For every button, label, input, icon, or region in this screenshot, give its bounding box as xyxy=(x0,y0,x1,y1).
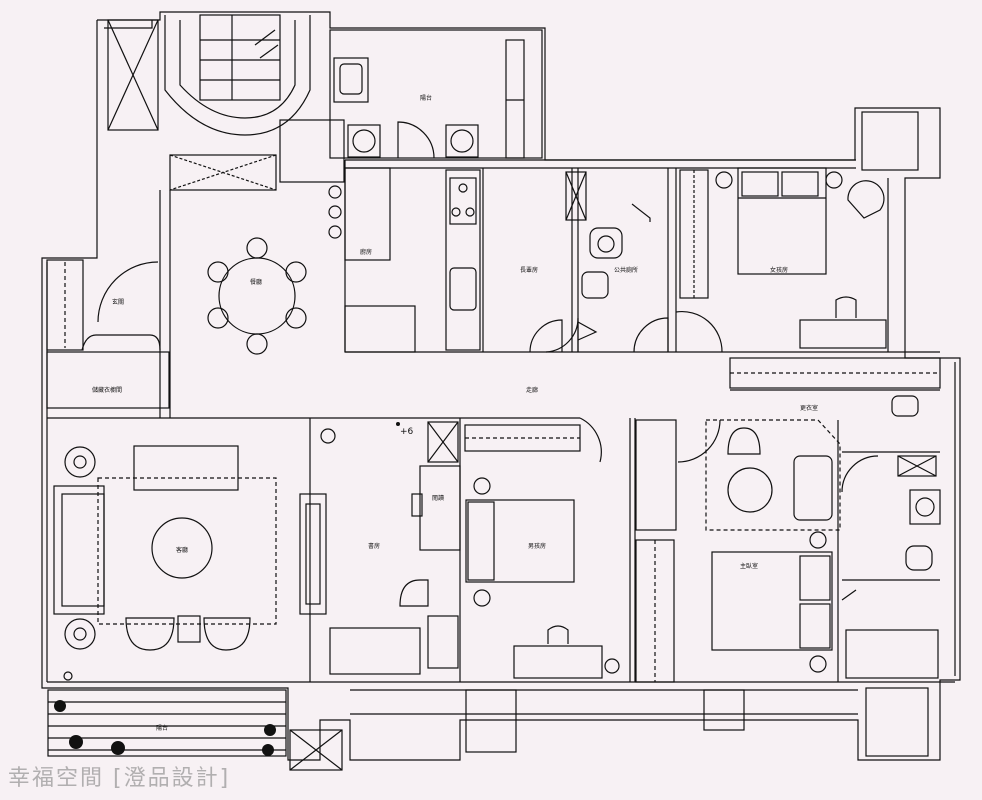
door-knob-marker xyxy=(396,422,400,426)
watermark: 幸福空間 [澄品設計] xyxy=(8,766,231,791)
label-reading: 閱讀 xyxy=(432,494,444,502)
dining-table xyxy=(207,237,307,355)
label-living: 客廳 xyxy=(176,546,188,554)
public-bathroom xyxy=(529,171,669,353)
room-labels: 陽台 廚房 餐廳 玄關 儲藏衣櫥間 客廳 書房 閱讀 長輩房 男孩房 女孩房 公… xyxy=(92,94,818,732)
utility-balcony xyxy=(329,29,543,159)
kitchen-counter xyxy=(344,169,481,353)
living-furniture xyxy=(53,445,277,681)
balcony-deck xyxy=(47,689,343,771)
label-walkin: 更衣室 xyxy=(800,404,818,412)
label-master: 主臥室 xyxy=(740,562,758,570)
label-entry: 玄關 xyxy=(112,298,124,306)
boy-room-furniture xyxy=(465,417,620,679)
interior-walls xyxy=(47,159,955,715)
label-storage: 儲藏衣櫥間 xyxy=(92,386,122,394)
master-furniture xyxy=(677,419,841,673)
closet-rails xyxy=(464,357,941,683)
entry-storage xyxy=(46,259,170,409)
study-furniture xyxy=(299,421,461,675)
label-girl-room: 女孩房 xyxy=(770,266,788,274)
level-mark: +6 xyxy=(400,427,414,437)
stair-core xyxy=(107,14,311,136)
girl-room-furniture xyxy=(675,167,887,353)
label-elder-room: 長輩房 xyxy=(520,266,538,274)
label-balcony-bottom: 陽台 xyxy=(156,724,168,732)
label-study: 書房 xyxy=(368,542,380,550)
label-balcony-top: 陽台 xyxy=(420,94,432,102)
plant-decor xyxy=(54,700,276,756)
label-boy-room: 男孩房 xyxy=(528,542,546,550)
label-kitchen: 廚房 xyxy=(360,248,372,256)
master-bath xyxy=(841,455,941,679)
label-public-bath: 公共廁所 xyxy=(614,266,638,274)
label-dining: 餐廳 xyxy=(250,278,262,286)
label-corridor: 走廊 xyxy=(526,386,538,394)
